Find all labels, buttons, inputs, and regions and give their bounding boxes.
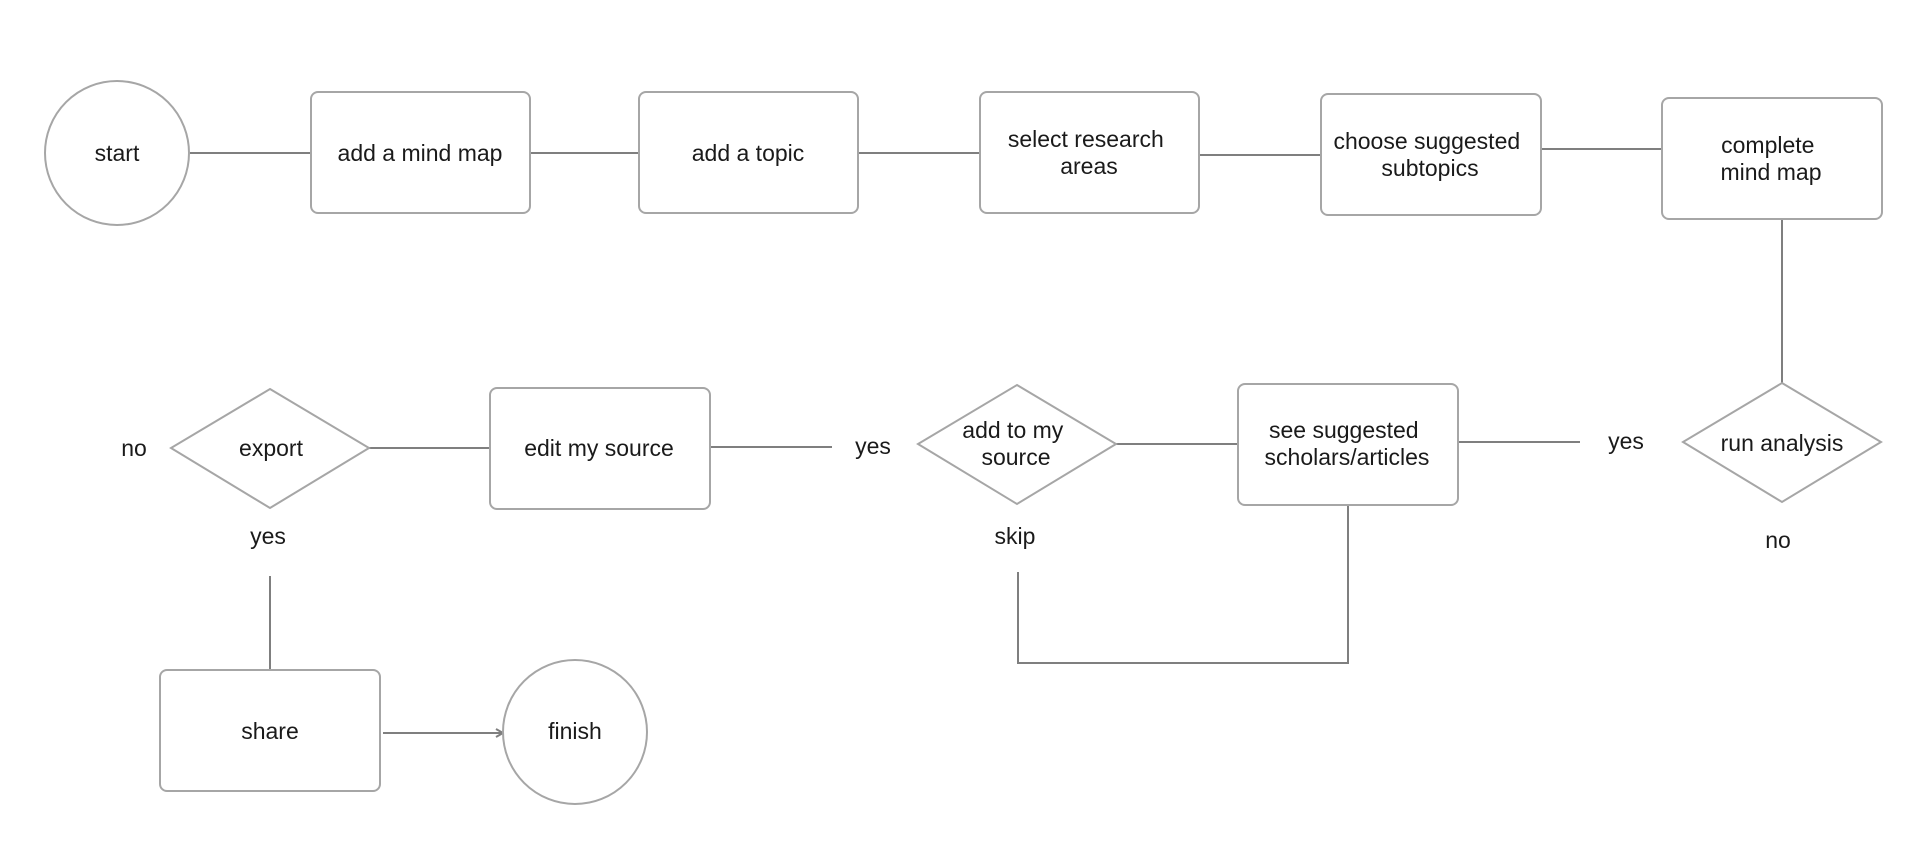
run-analysis-no-label: no <box>1765 527 1791 553</box>
export-decision[interactable] <box>169 387 371 510</box>
add-to-source-yes-label: yes <box>855 433 891 459</box>
edit-my-source-label: edit my source <box>524 435 674 461</box>
share-node[interactable] <box>159 669 381 792</box>
add-topic-label: add a topic <box>692 140 805 166</box>
add-mind-map-node[interactable] <box>310 91 531 214</box>
add-topic-node[interactable] <box>638 91 859 214</box>
run-analysis-decision[interactable] <box>1681 381 1883 504</box>
complete-mind-map-label: complete mind map <box>1721 132 1822 185</box>
export-yes-label: yes <box>250 523 286 549</box>
select-research-areas-node[interactable] <box>979 91 1200 214</box>
connector-skip-loop <box>1017 506 1349 664</box>
export-no-label: no <box>121 435 147 461</box>
add-to-my-source-decision[interactable] <box>916 383 1118 506</box>
see-suggested-scholars-label: see suggested scholars/articles <box>1265 417 1430 470</box>
choose-suggested-subtopics-label: choose suggested subtopics <box>1333 128 1526 181</box>
choose-suggested-subtopics-node[interactable] <box>1320 93 1542 216</box>
complete-mind-map-node[interactable] <box>1661 97 1883 220</box>
run-analysis-label: run analysis <box>1721 430 1844 456</box>
see-suggested-scholars-node[interactable] <box>1237 383 1459 506</box>
add-to-my-source-label: add to my source <box>962 417 1069 470</box>
node-labels: start add a mind map add a topic select … <box>95 126 1844 744</box>
start-node[interactable] <box>44 80 190 226</box>
finish-node[interactable] <box>502 659 648 805</box>
nodes <box>44 80 1883 805</box>
add-to-source-skip-label: skip <box>995 523 1036 549</box>
select-research-areas-label: select research areas <box>1008 126 1170 179</box>
edit-my-source-node[interactable] <box>489 387 711 510</box>
start-label: start <box>95 140 140 166</box>
export-label: export <box>239 435 304 461</box>
run-analysis-yes-label: yes <box>1608 428 1644 454</box>
finish-label: finish <box>548 718 602 744</box>
add-mind-map-label: add a mind map <box>338 140 503 166</box>
connectors <box>190 148 1783 738</box>
edge-labels: yes no yes skip no yes <box>121 428 1791 553</box>
share-label: share <box>241 718 299 744</box>
